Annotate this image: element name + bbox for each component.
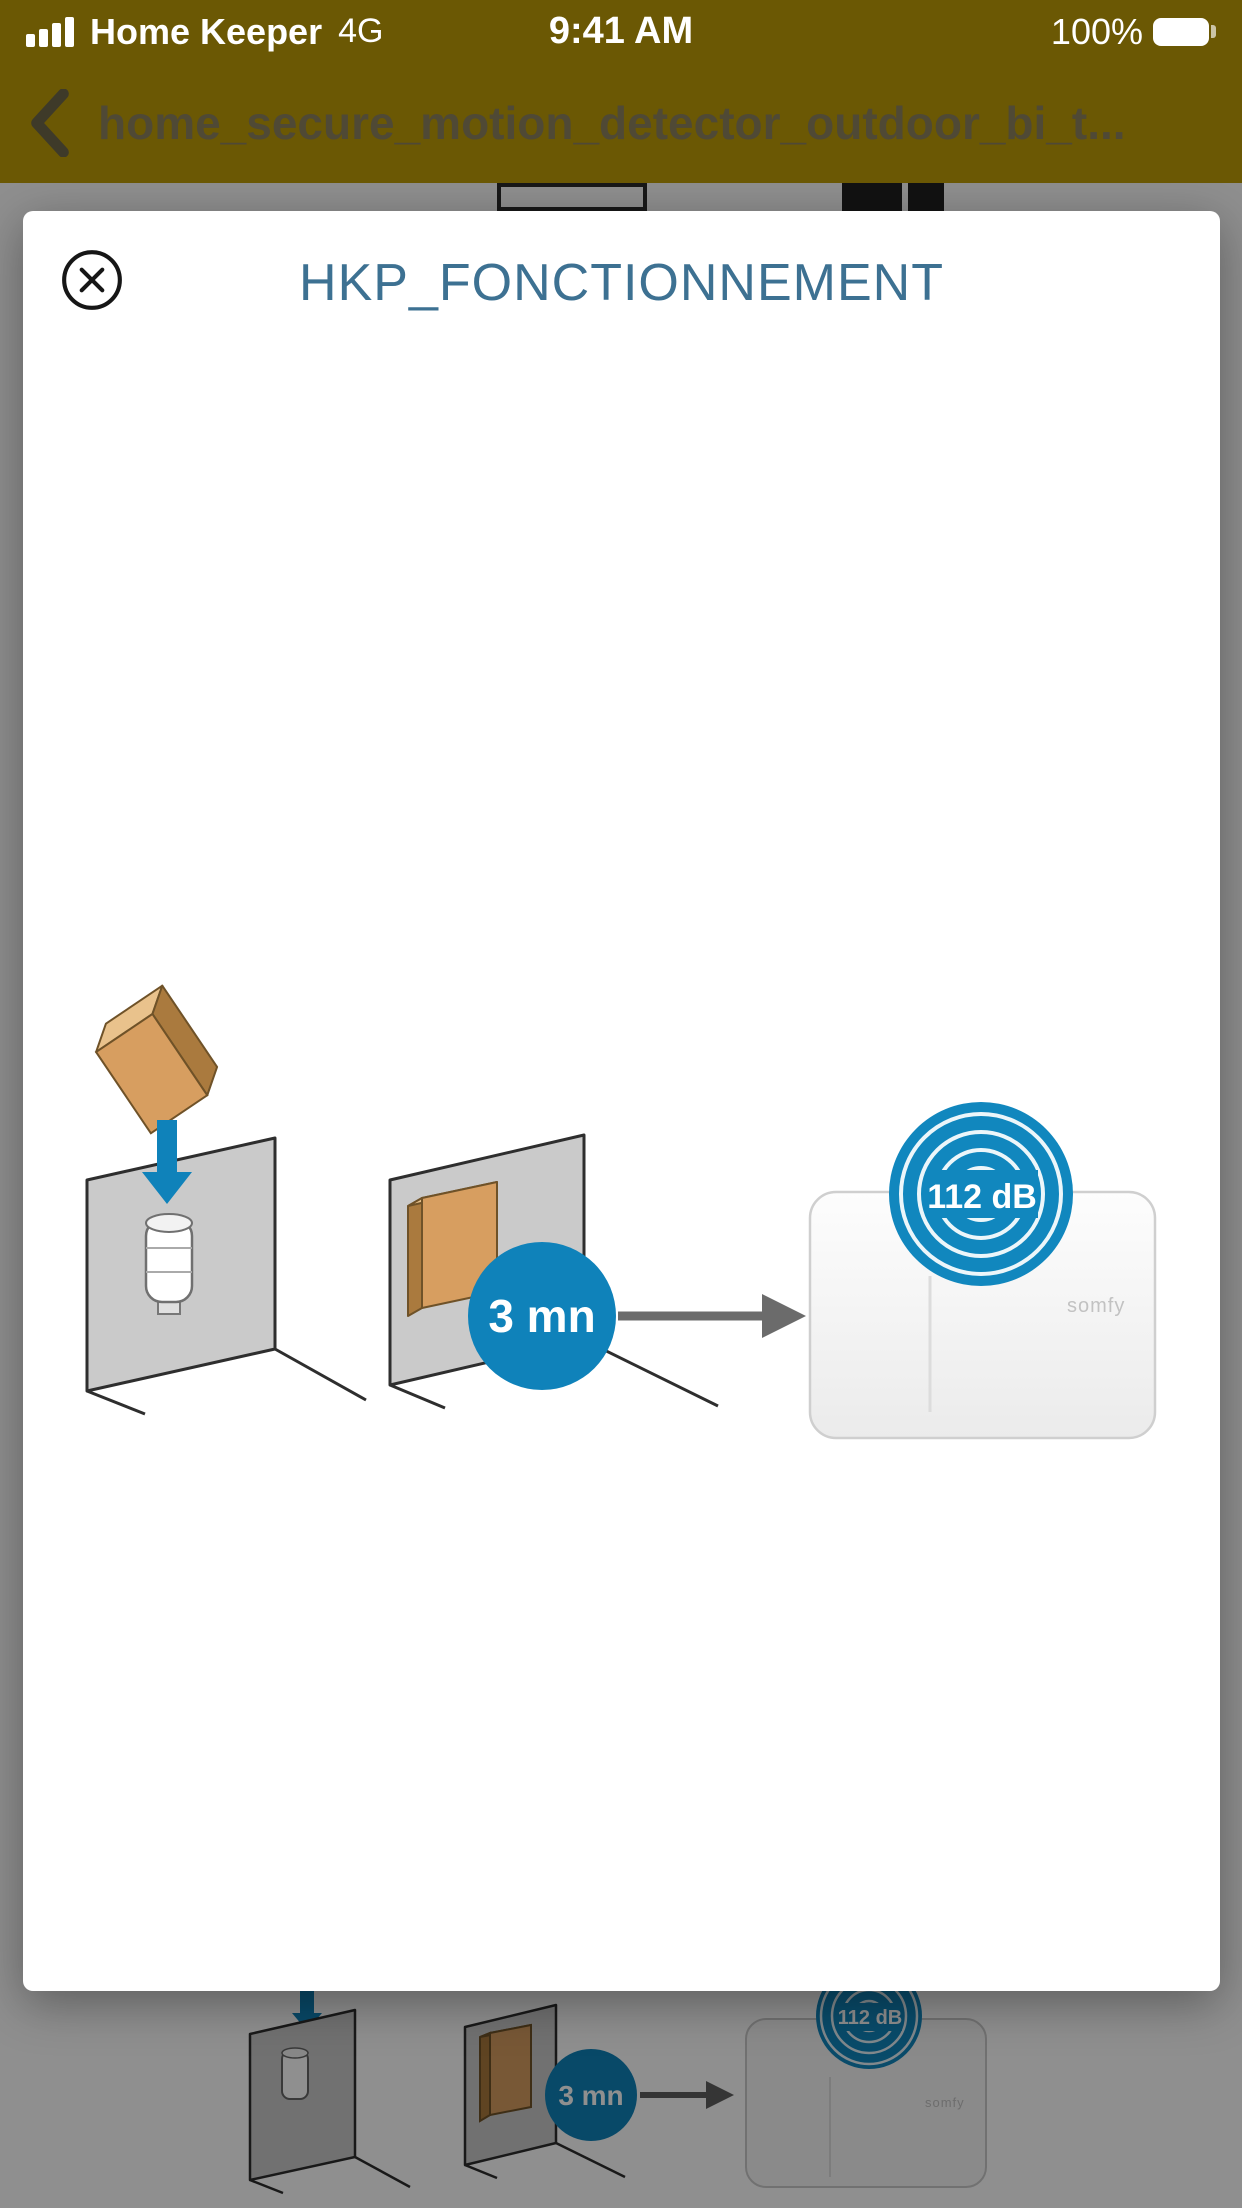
document-fragment [908,183,944,211]
cardboard-box [94,984,219,1135]
back-button[interactable] [28,89,72,157]
timer-label: 3 mn [488,1290,595,1342]
sound-waves-icon: 112 dB [889,1102,1073,1286]
document-page-preview: 3 mn somfy 112 dB [248,1991,987,2195]
carrier-label: Home Keeper [90,10,323,52]
signal-strength-icon [26,15,74,49]
document-fragment [497,183,647,211]
wall-with-detector [85,1136,367,1416]
back-chevron-icon [31,89,69,157]
volume-label: 112 dB [838,2007,902,2029]
volume-label: 112 dB [927,1178,1037,1216]
right-arrow-icon [618,1294,806,1338]
motion-detector [144,1213,194,1315]
brand-label: somfy [1067,1295,1125,1317]
wall-with-box [463,2003,626,2180]
siren-device: somfy [808,1190,1157,1440]
timer-badge: 3 mn [545,2049,637,2141]
document-fragment [842,183,902,211]
nav-bar: home_secure_motion_detector_outdoor_bi_t… [0,63,1242,183]
timer-label: 3 mn [558,2080,623,2111]
document-title: home_secure_motion_detector_outdoor_bi_t… [98,97,1126,149]
battery-icon [1153,17,1216,46]
attachment-viewer-modal: HKP_FONCTIONNEMENT [23,211,1220,1991]
sound-waves-icon: 112 dB [816,1991,922,2069]
down-arrow-icon [142,1120,192,1204]
network-type-label: 4G [338,12,384,50]
close-button[interactable] [59,247,125,313]
brand-label: somfy [925,2095,965,2110]
siren-device: somfy 112 dB [745,1991,987,2188]
wall-with-detector [248,2008,411,2195]
operation-illustration: 3 mn somfy 112 dB [85,984,1157,1440]
timer-badge: 3 mn [468,1242,616,1390]
modal-title: HKP_FONCTIONNEMENT [299,254,944,312]
status-bar: Home Keeper 4G 9:41 AM 100% [0,0,1242,63]
battery-percent-label: 100% [1050,10,1143,52]
right-arrow-icon [640,2081,734,2109]
close-icon [62,250,122,310]
